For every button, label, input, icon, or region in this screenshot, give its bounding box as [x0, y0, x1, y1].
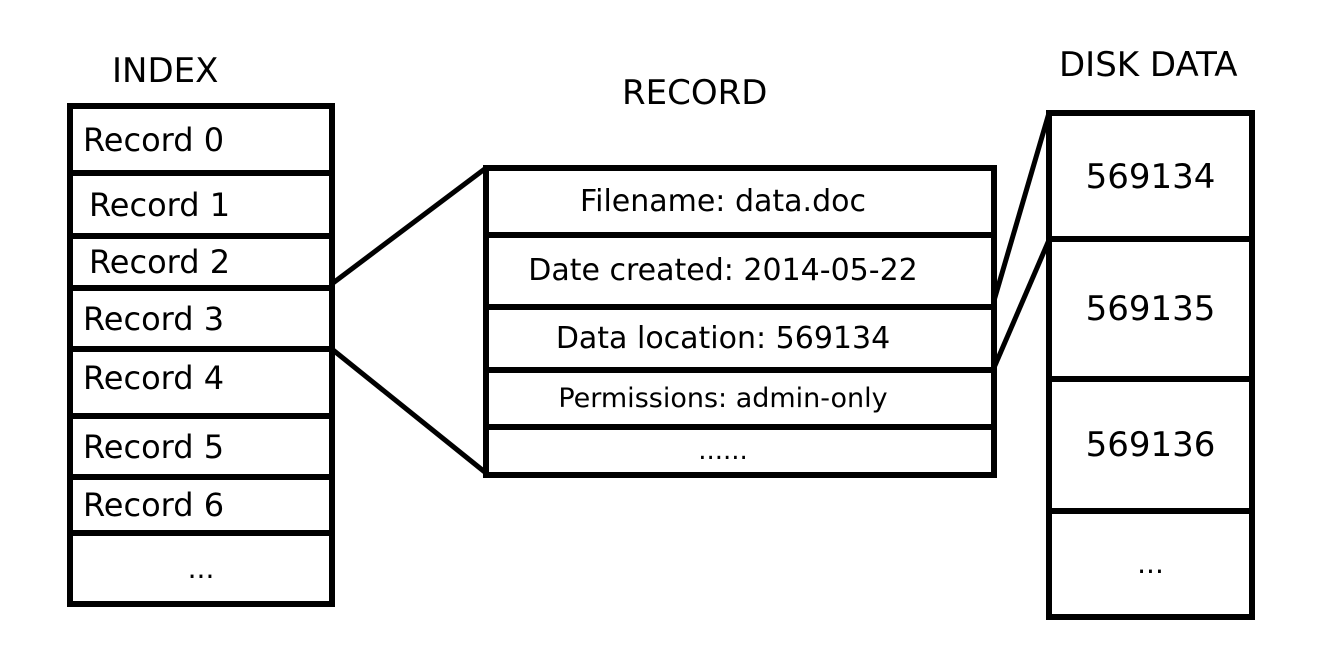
record-divider	[483, 232, 997, 238]
index-divider	[67, 233, 335, 239]
index-divider	[67, 346, 335, 352]
index-to-record-top-connector	[331, 166, 488, 285]
disk-divider	[1046, 508, 1255, 514]
disk-divider	[1046, 376, 1255, 382]
disk-data-table	[1046, 110, 1255, 620]
record-divider	[483, 424, 997, 430]
record-to-disk-bottom-connector	[990, 239, 1052, 371]
index-item-record-6: Record 6	[83, 486, 225, 524]
disk-block-569134: 569134	[1085, 157, 1216, 197]
record-field-filename: Filename: data.doc	[580, 183, 866, 219]
record-field-date-created: Date created: 2014-05-22	[528, 253, 918, 288]
index-divider	[67, 413, 335, 419]
index-item-record-1: Record 1	[89, 185, 231, 224]
record-title: RECORD	[622, 73, 768, 113]
index-table	[67, 103, 335, 607]
record-field-permissions: Permissions: admin-only	[558, 383, 888, 414]
index-item-ellipsis: ...	[187, 551, 215, 585]
index-divider	[67, 474, 335, 480]
record-field-ellipsis: ......	[698, 436, 748, 466]
index-divider	[67, 170, 335, 176]
disk-data-title: DISK DATA	[1059, 45, 1238, 85]
index-item-record-5: Record 5	[83, 427, 225, 466]
index-divider	[67, 530, 335, 536]
index-item-record-4: Record 4	[83, 359, 225, 397]
disk-block-569135: 569135	[1085, 289, 1216, 329]
index-item-record-3: Record 3	[83, 299, 225, 338]
index-item-record-2: Record 2	[89, 243, 231, 281]
record-divider	[483, 304, 997, 310]
disk-divider	[1046, 236, 1255, 242]
index-divider	[67, 285, 335, 291]
disk-block-ellipsis: ...	[1137, 547, 1164, 580]
record-divider	[483, 367, 997, 373]
index-item-record-0: Record 0	[83, 120, 225, 159]
index-title: INDEX	[112, 51, 219, 91]
disk-block-569136: 569136	[1085, 425, 1216, 465]
index-to-record-bottom-connector	[331, 348, 488, 475]
record-to-disk-top-connector	[990, 112, 1052, 305]
record-field-data-location: Data location: 569134	[555, 320, 891, 356]
